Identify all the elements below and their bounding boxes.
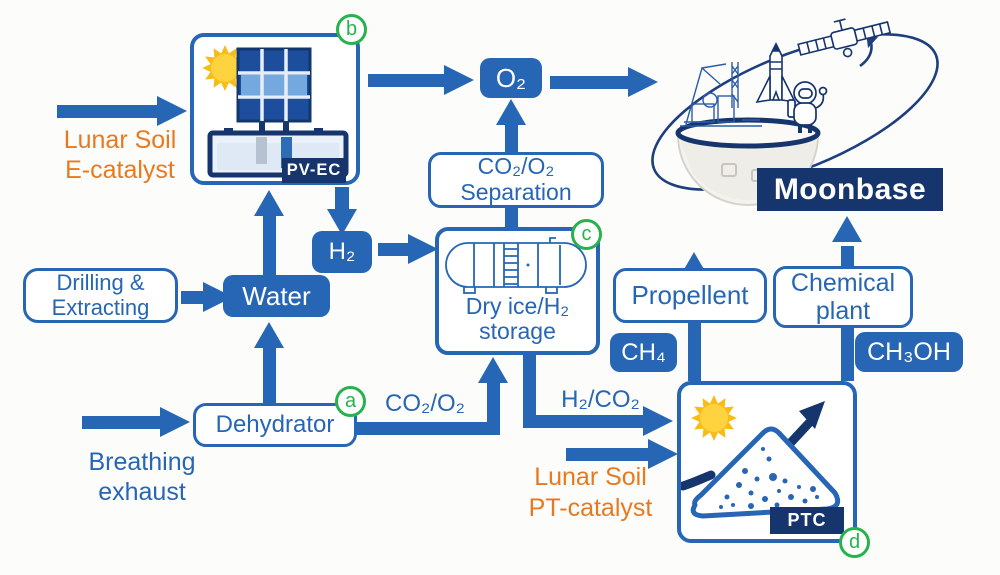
arrow-dehydrator-to-storage-v: [487, 378, 500, 435]
moon-buildings: [680, 62, 762, 127]
node-moonbase: Moonbase: [757, 168, 943, 211]
soil-dots: [719, 447, 819, 509]
label-co2-o2: CO₂/O₂: [385, 390, 465, 417]
arrow-lunar-pt-to-ptc: [566, 448, 650, 461]
arrow-storage-to-ptc-v: [523, 355, 536, 421]
arrow-o2-to-moonbase: [550, 76, 630, 89]
node-dehydrator: Dehydrator: [193, 403, 357, 447]
arrow-h2-to-storage: [378, 243, 410, 256]
arrowhead-dehydrator-to-water: [254, 322, 284, 348]
label-line: plant: [815, 297, 871, 325]
arrow-dehydrator-to-water: [263, 346, 276, 403]
label-lunar-soil-pt-catalyst: Lunar Soil PT-catalyst: [498, 462, 683, 525]
arrow-breathing-to-dehydrator: [82, 416, 162, 429]
arrow-dehydrator-to-storage-h: [357, 422, 500, 435]
arrow-pvec-to-o2: [368, 74, 446, 87]
badge-d: d: [839, 527, 870, 558]
node-co2-o2-separation: CO₂/O₂ Separation: [428, 152, 604, 208]
arrowhead-ptc-to-moonbase-right: [832, 216, 862, 242]
space-shuttle-icon: [755, 42, 797, 104]
node-propellent: Propellent: [613, 268, 767, 323]
solar-panel-icon: [236, 47, 312, 137]
label-line: storage: [479, 318, 556, 345]
sun-icon: [691, 395, 737, 441]
label-line: CO₂/O₂: [477, 153, 555, 180]
badge-b: b: [336, 14, 367, 45]
arrow-lunar-e-to-pvec: [57, 105, 159, 118]
badge-c: c: [571, 219, 602, 250]
label-line: Chemical: [790, 269, 896, 297]
label-line: Dry ice/H₂: [465, 292, 570, 319]
space-station-icon: [797, 18, 892, 58]
label-line: Lunar Soil: [63, 126, 177, 154]
arrowhead-breathing-to-dehydrator: [160, 407, 190, 437]
arrowhead-pvec-to-o2: [444, 65, 474, 95]
soil-mound: [690, 426, 841, 519]
ptc-illustration: [681, 395, 841, 519]
pv-ec-tag: PV-EC: [282, 158, 346, 183]
arrow-water-to-pvec: [263, 212, 276, 275]
arrowhead-water-to-pvec: [254, 190, 284, 216]
label-line: Breathing: [88, 448, 196, 476]
label-line: Separation: [460, 179, 572, 205]
arrowhead-separation-to-o2: [496, 99, 526, 125]
storage-tank-icon: [445, 237, 587, 294]
arrow-storage-to-ptc-h: [523, 415, 645, 428]
label-breathing-exhaust: Breathing exhaust: [62, 448, 222, 507]
label-line: PT-catalyst: [528, 494, 653, 523]
node-ch4: CH₄: [610, 333, 677, 372]
arrowhead-h2-to-storage: [408, 234, 438, 264]
label-line: Drilling &: [56, 269, 145, 295]
node-h2: H₂: [312, 231, 372, 273]
node-ch3oh: CH₃OH: [855, 332, 963, 372]
node-o2: O₂: [480, 58, 542, 98]
ptc-tag: PTC: [770, 507, 844, 534]
catalyst-arrowhead: [799, 401, 825, 429]
arrowhead-pvec-to-h2: [327, 209, 357, 235]
label-line: E-catalyst: [65, 155, 175, 184]
label-line: exhaust: [98, 477, 186, 506]
node-water: Water: [223, 275, 330, 317]
label-line: Extracting: [51, 294, 150, 320]
label-line: Lunar Soil: [534, 463, 647, 491]
label-h2-co2: H₂/CO₂: [561, 386, 640, 413]
astronaut-icon: [787, 81, 828, 133]
arrowhead-dehydrator-to-storage: [478, 357, 508, 383]
arrowhead-lunar-e-to-pvec: [157, 96, 187, 126]
node-chemical-plant: Chemical plant: [773, 266, 913, 328]
badge-a: a: [335, 386, 366, 417]
arrowhead-storage-to-ptc: [643, 406, 673, 436]
arrowhead-lunar-pt-to-ptc: [648, 439, 678, 469]
label-lunar-soil-e-catalyst: Lunar Soil E-catalyst: [45, 126, 195, 185]
node-drilling-extracting: Drilling & Extracting: [23, 268, 178, 323]
arrowhead-o2-to-moonbase: [628, 67, 658, 97]
arrow-pvec-to-h2: [335, 187, 349, 211]
sun-icon: [202, 45, 248, 91]
arrow-drilling-to-water: [181, 291, 207, 304]
